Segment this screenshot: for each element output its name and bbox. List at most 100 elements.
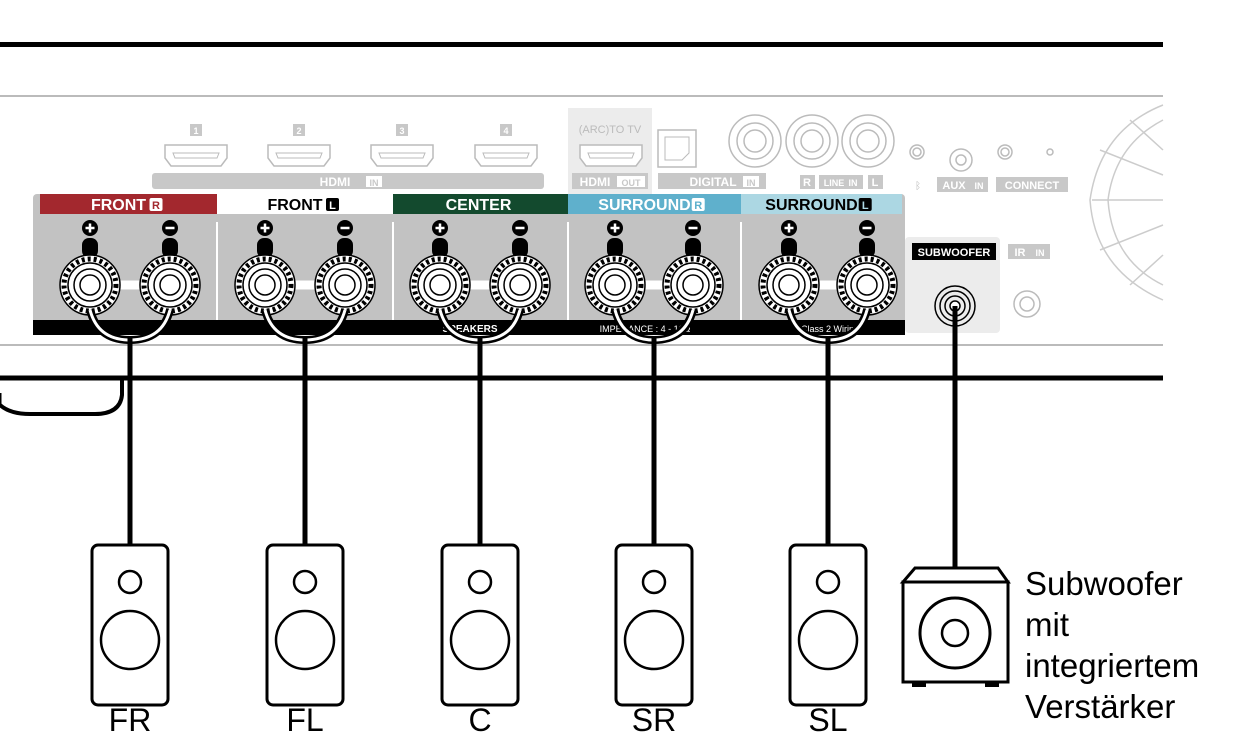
plus-sign <box>435 223 445 233</box>
speaker-label: SR <box>631 702 677 738</box>
hdmi-in-number-box <box>396 124 408 136</box>
terminal-ring <box>159 274 181 296</box>
speaker-terminal-minus[interactable] <box>662 220 724 316</box>
speaker-terminal-plus[interactable] <box>59 220 121 316</box>
chassis-foot <box>0 378 124 416</box>
ir-jack[interactable] <box>1013 290 1041 318</box>
plus-sign <box>610 223 620 233</box>
hdmi-out-port[interactable] <box>579 144 643 167</box>
channel-tag-box <box>858 198 872 211</box>
terminal-ring <box>772 268 806 302</box>
hdmi-in-label: HDMI <box>320 175 351 189</box>
hdmi-out-tag: OUT <box>622 178 642 188</box>
terminal-knob <box>257 238 273 258</box>
channel-name: CENTER <box>446 197 512 214</box>
hdmi-in-number: 4 <box>503 126 508 136</box>
digital-bar <box>658 173 766 189</box>
hdmi-in-tag-box <box>366 176 382 187</box>
speaker-section-c: CENTER <box>392 194 568 320</box>
aux-label: AUX <box>942 180 966 192</box>
terminal-ring <box>778 274 800 296</box>
optical-port[interactable] <box>657 129 697 168</box>
speaker-bar-text: SPEAKERS <box>442 324 497 335</box>
terminal-ring <box>856 274 878 296</box>
hdmi-in-port[interactable] <box>267 144 331 167</box>
hdmi-in-port[interactable] <box>370 144 434 167</box>
channel-tag-box <box>326 198 339 211</box>
terminal-ring <box>598 268 632 302</box>
subwoofer-caption-line: mit <box>1025 606 1069 643</box>
chassis-top-edge <box>0 42 1163 47</box>
terminal-knob <box>685 238 701 258</box>
plus-sign <box>85 223 95 233</box>
subwoofer-box-icon <box>899 566 1011 687</box>
aux-bar <box>937 177 988 192</box>
terminal-knurl <box>760 256 818 314</box>
terminal-ring <box>73 268 107 302</box>
subwoofer-section <box>905 237 1000 333</box>
rca-jacks <box>728 114 895 168</box>
line-l-box <box>868 175 883 189</box>
hdmi-out-label: HDMI <box>580 175 611 189</box>
speaker-terminal-plus[interactable] <box>584 220 646 316</box>
line-tag: IN <box>849 178 858 188</box>
channel-name: FRONT <box>91 197 146 214</box>
channel-header <box>40 194 217 214</box>
optical-port-inner <box>664 136 690 161</box>
line-bar <box>819 175 863 189</box>
digital-tag: IN <box>747 178 756 188</box>
fan-grille-icon <box>1089 104 1164 301</box>
terminal-ring <box>509 274 531 296</box>
speaker-terminal-minus[interactable] <box>836 220 898 316</box>
bluetooth-icon: ᛒ <box>915 181 921 192</box>
hdmi-in-port-inner <box>482 152 530 159</box>
channel-tag: R <box>152 200 160 212</box>
terminal-ring <box>682 274 704 296</box>
terminal-ring <box>503 268 537 302</box>
terminal-ring <box>79 274 101 296</box>
terminal-knob <box>82 238 98 258</box>
aux-tag: IN <box>975 181 984 191</box>
channel-name: SURROUND <box>598 197 690 214</box>
subwoofer-caption-line: Verstärker <box>1025 688 1176 725</box>
speaker-terminal-plus[interactable] <box>234 220 296 316</box>
speaker-terminal-minus[interactable] <box>139 220 201 316</box>
terminal-ring <box>254 274 276 296</box>
ir-bar <box>1008 244 1050 259</box>
subwoofer-caption-line: Subwoofer <box>1025 565 1183 602</box>
speaker-cable-c <box>436 308 524 545</box>
terminal-ring <box>328 268 362 302</box>
speaker-label: SL <box>808 702 848 738</box>
channel-tag-box <box>691 198 705 211</box>
hdmi-in-tag: IN <box>370 178 379 188</box>
speaker-label: FL <box>286 702 324 738</box>
hdmi-in-port[interactable] <box>164 144 228 167</box>
terminal-knurl <box>838 256 896 314</box>
terminal-knurl <box>586 256 644 314</box>
terminal-ring <box>850 268 884 302</box>
channel-name: SURROUND <box>765 197 857 214</box>
terminal-ring <box>676 268 710 302</box>
hdmi-in-number-box <box>293 124 305 136</box>
terminal-knurl <box>491 256 549 314</box>
speaker-terminal-plus[interactable] <box>409 220 471 316</box>
subwoofer-caption: Subwoofer mit integriertem Verstärker <box>1025 563 1199 727</box>
ir-label: IR <box>1015 247 1026 259</box>
line-r-label: R <box>803 177 811 189</box>
line-l-label: L <box>872 177 879 189</box>
hdmi-in-port[interactable] <box>474 144 538 167</box>
speaker-terminal-minus[interactable] <box>489 220 551 316</box>
channel-name: FRONT <box>267 197 322 214</box>
plus-sign <box>784 223 794 233</box>
speaker-terminal-plus[interactable] <box>758 220 820 316</box>
plus-sign <box>260 223 270 233</box>
hdmi-in-port-inner <box>378 152 426 159</box>
speaker-cable-sl <box>785 308 871 545</box>
speaker-terminal-minus[interactable] <box>314 220 376 316</box>
terminal-knob <box>432 238 448 258</box>
